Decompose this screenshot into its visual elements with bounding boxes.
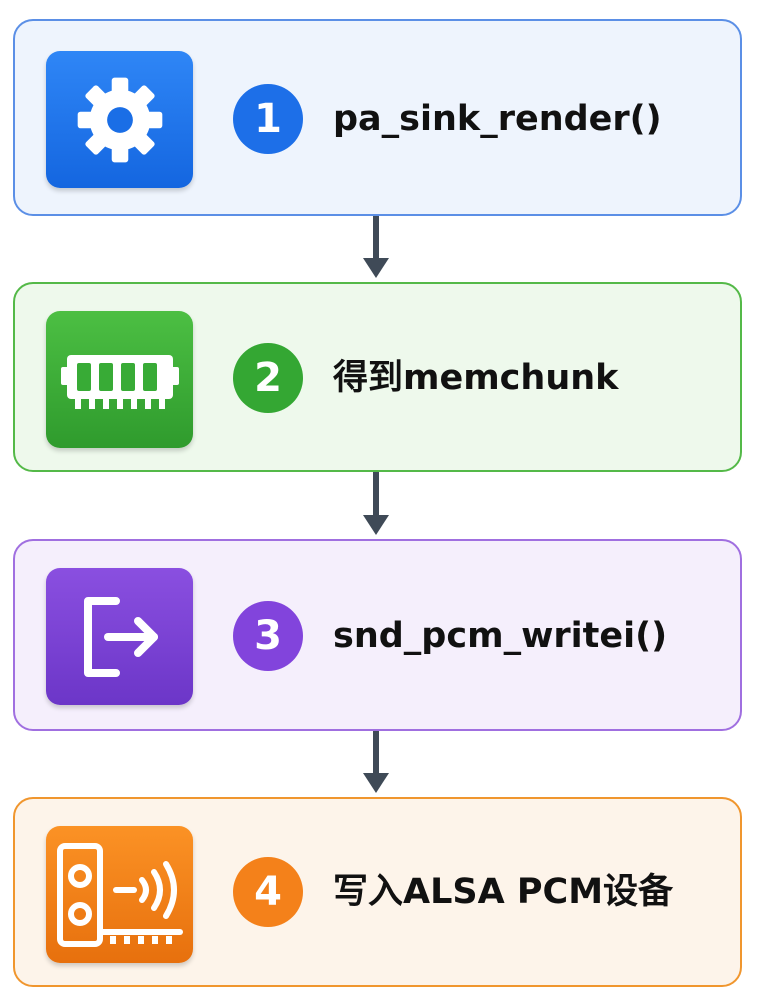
- step-1-label: pa_sink_render(): [333, 99, 662, 139]
- flow-arrow-3: [363, 731, 389, 793]
- step-3-icon-tile: [46, 568, 193, 705]
- audio-device-icon: [56, 842, 183, 947]
- step-1-number-badge: 1: [233, 84, 303, 154]
- memory-chip-icon: [60, 354, 179, 409]
- step-4-number-badge: 4: [233, 857, 303, 927]
- step-2-icon-tile: [46, 311, 193, 448]
- step-3-box: 3 snd_pcm_writei(): [13, 539, 742, 731]
- step-4-icon-tile: [46, 826, 193, 963]
- step-4-box: 4 写入ALSA PCM设备: [13, 797, 742, 987]
- step-2-label: 得到memchunk: [333, 358, 619, 398]
- gear-icon: [77, 77, 162, 162]
- exit-arrow-icon: [83, 596, 158, 677]
- step-1-box: 1 pa_sink_render(): [13, 19, 742, 216]
- step-3-label: snd_pcm_writei(): [333, 616, 668, 656]
- flow-arrow-1: [363, 216, 389, 278]
- step-2-number-badge: 2: [233, 343, 303, 413]
- step-3-number-badge: 3: [233, 601, 303, 671]
- step-2-box: 2 得到memchunk: [13, 282, 742, 472]
- step-4-label: 写入ALSA PCM设备: [333, 872, 674, 912]
- step-1-icon-tile: [46, 51, 193, 188]
- flow-arrow-2: [363, 472, 389, 535]
